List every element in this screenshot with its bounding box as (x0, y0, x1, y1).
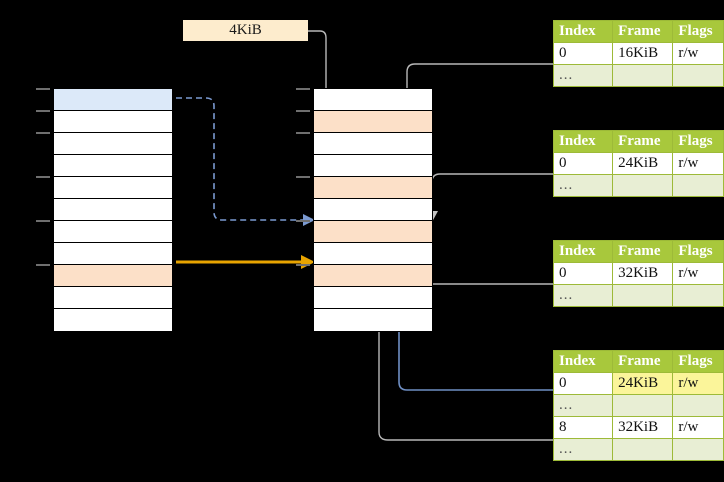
column-header-flags: Flags (672, 20, 724, 43)
column-header-index: Index (552, 130, 614, 153)
memory-cell (314, 133, 432, 155)
cell-index: 0 (552, 152, 614, 175)
boundary-tick (36, 88, 50, 90)
cell-flags (672, 64, 724, 87)
cell-frame: 32KiB (612, 262, 674, 285)
cell-index: ... (552, 64, 614, 87)
cell-index: 8 (552, 416, 614, 439)
cell-frame (612, 64, 674, 87)
table-row: ... (552, 64, 724, 87)
boundary-tick (296, 176, 310, 178)
boundary-tick (296, 88, 310, 90)
table-row: ... (552, 174, 724, 197)
memory-cell (314, 155, 432, 177)
page-size-label: 4KiB (183, 20, 308, 41)
cell-frame: 32KiB (612, 416, 674, 439)
column-header-frame: Frame (612, 20, 674, 43)
cell-frame (612, 438, 674, 461)
memory-cell (314, 265, 432, 287)
cell-flags: r/w (672, 262, 724, 285)
cell-index: ... (552, 284, 614, 307)
cell-frame (612, 284, 674, 307)
memory-cell (314, 243, 432, 265)
boundary-tick (296, 110, 310, 112)
memory-cell (54, 309, 172, 331)
column-header-frame: Frame (612, 240, 674, 263)
cell-flags (672, 394, 724, 417)
table-row: ... (552, 284, 724, 307)
boundary-tick (296, 220, 310, 222)
memory-cell (54, 265, 172, 287)
boundary-tick (296, 132, 310, 134)
boundary-tick (36, 176, 50, 178)
cell-flags: r/w (672, 152, 724, 175)
table-row: ... (552, 394, 724, 417)
cell-frame: 16KiB (612, 42, 674, 65)
memory-cell (314, 111, 432, 133)
boundary-tick (296, 264, 310, 266)
cell-frame (612, 394, 674, 417)
memory-cell (54, 111, 172, 133)
cell-flags (672, 438, 724, 461)
column-header-frame: Frame (612, 130, 674, 153)
boundary-tick (36, 220, 50, 222)
memory-cell (314, 89, 432, 111)
memory-cell (314, 199, 432, 221)
cell-index: ... (552, 438, 614, 461)
boundary-tick (36, 264, 50, 266)
column-header-flags: Flags (672, 350, 724, 373)
link-table2-to-physical (431, 173, 556, 300)
memory-cell (314, 177, 432, 199)
cell-index: 0 (552, 262, 614, 285)
cell-index: 0 (552, 42, 614, 65)
boundary-tick (36, 110, 50, 112)
virtual-address-space-column (53, 88, 173, 332)
cell-index: ... (552, 174, 614, 197)
cell-frame (612, 174, 674, 197)
memory-cell (314, 287, 432, 309)
cell-index: ... (552, 394, 614, 417)
column-header-flags: Flags (672, 240, 724, 263)
cell-flags (672, 284, 724, 307)
physical-memory-column (313, 88, 433, 332)
table-row: ... (552, 438, 724, 461)
cell-index: 0 (552, 372, 614, 395)
cell-flags (672, 174, 724, 197)
memory-cell (314, 221, 432, 243)
memory-cell (54, 243, 172, 265)
cell-frame: 24KiB (612, 372, 674, 395)
memory-cell (54, 199, 172, 221)
column-header-flags: Flags (672, 130, 724, 153)
memory-cell (54, 287, 172, 309)
memory-cell (314, 309, 432, 331)
memory-cell (54, 221, 172, 243)
cell-frame: 24KiB (612, 152, 674, 175)
cell-flags: r/w (672, 42, 724, 65)
column-header-frame: Frame (612, 350, 674, 373)
link-virtual-blue-dashed (176, 97, 305, 221)
memory-cell (54, 155, 172, 177)
column-header-index: Index (552, 350, 614, 373)
column-header-index: Index (552, 20, 614, 43)
memory-cell (54, 133, 172, 155)
column-header-index: Index (552, 240, 614, 263)
memory-cell (54, 177, 172, 199)
cell-flags: r/w (672, 372, 724, 395)
memory-cell (54, 89, 172, 111)
boundary-tick (36, 132, 50, 134)
cell-flags: r/w (672, 416, 724, 439)
